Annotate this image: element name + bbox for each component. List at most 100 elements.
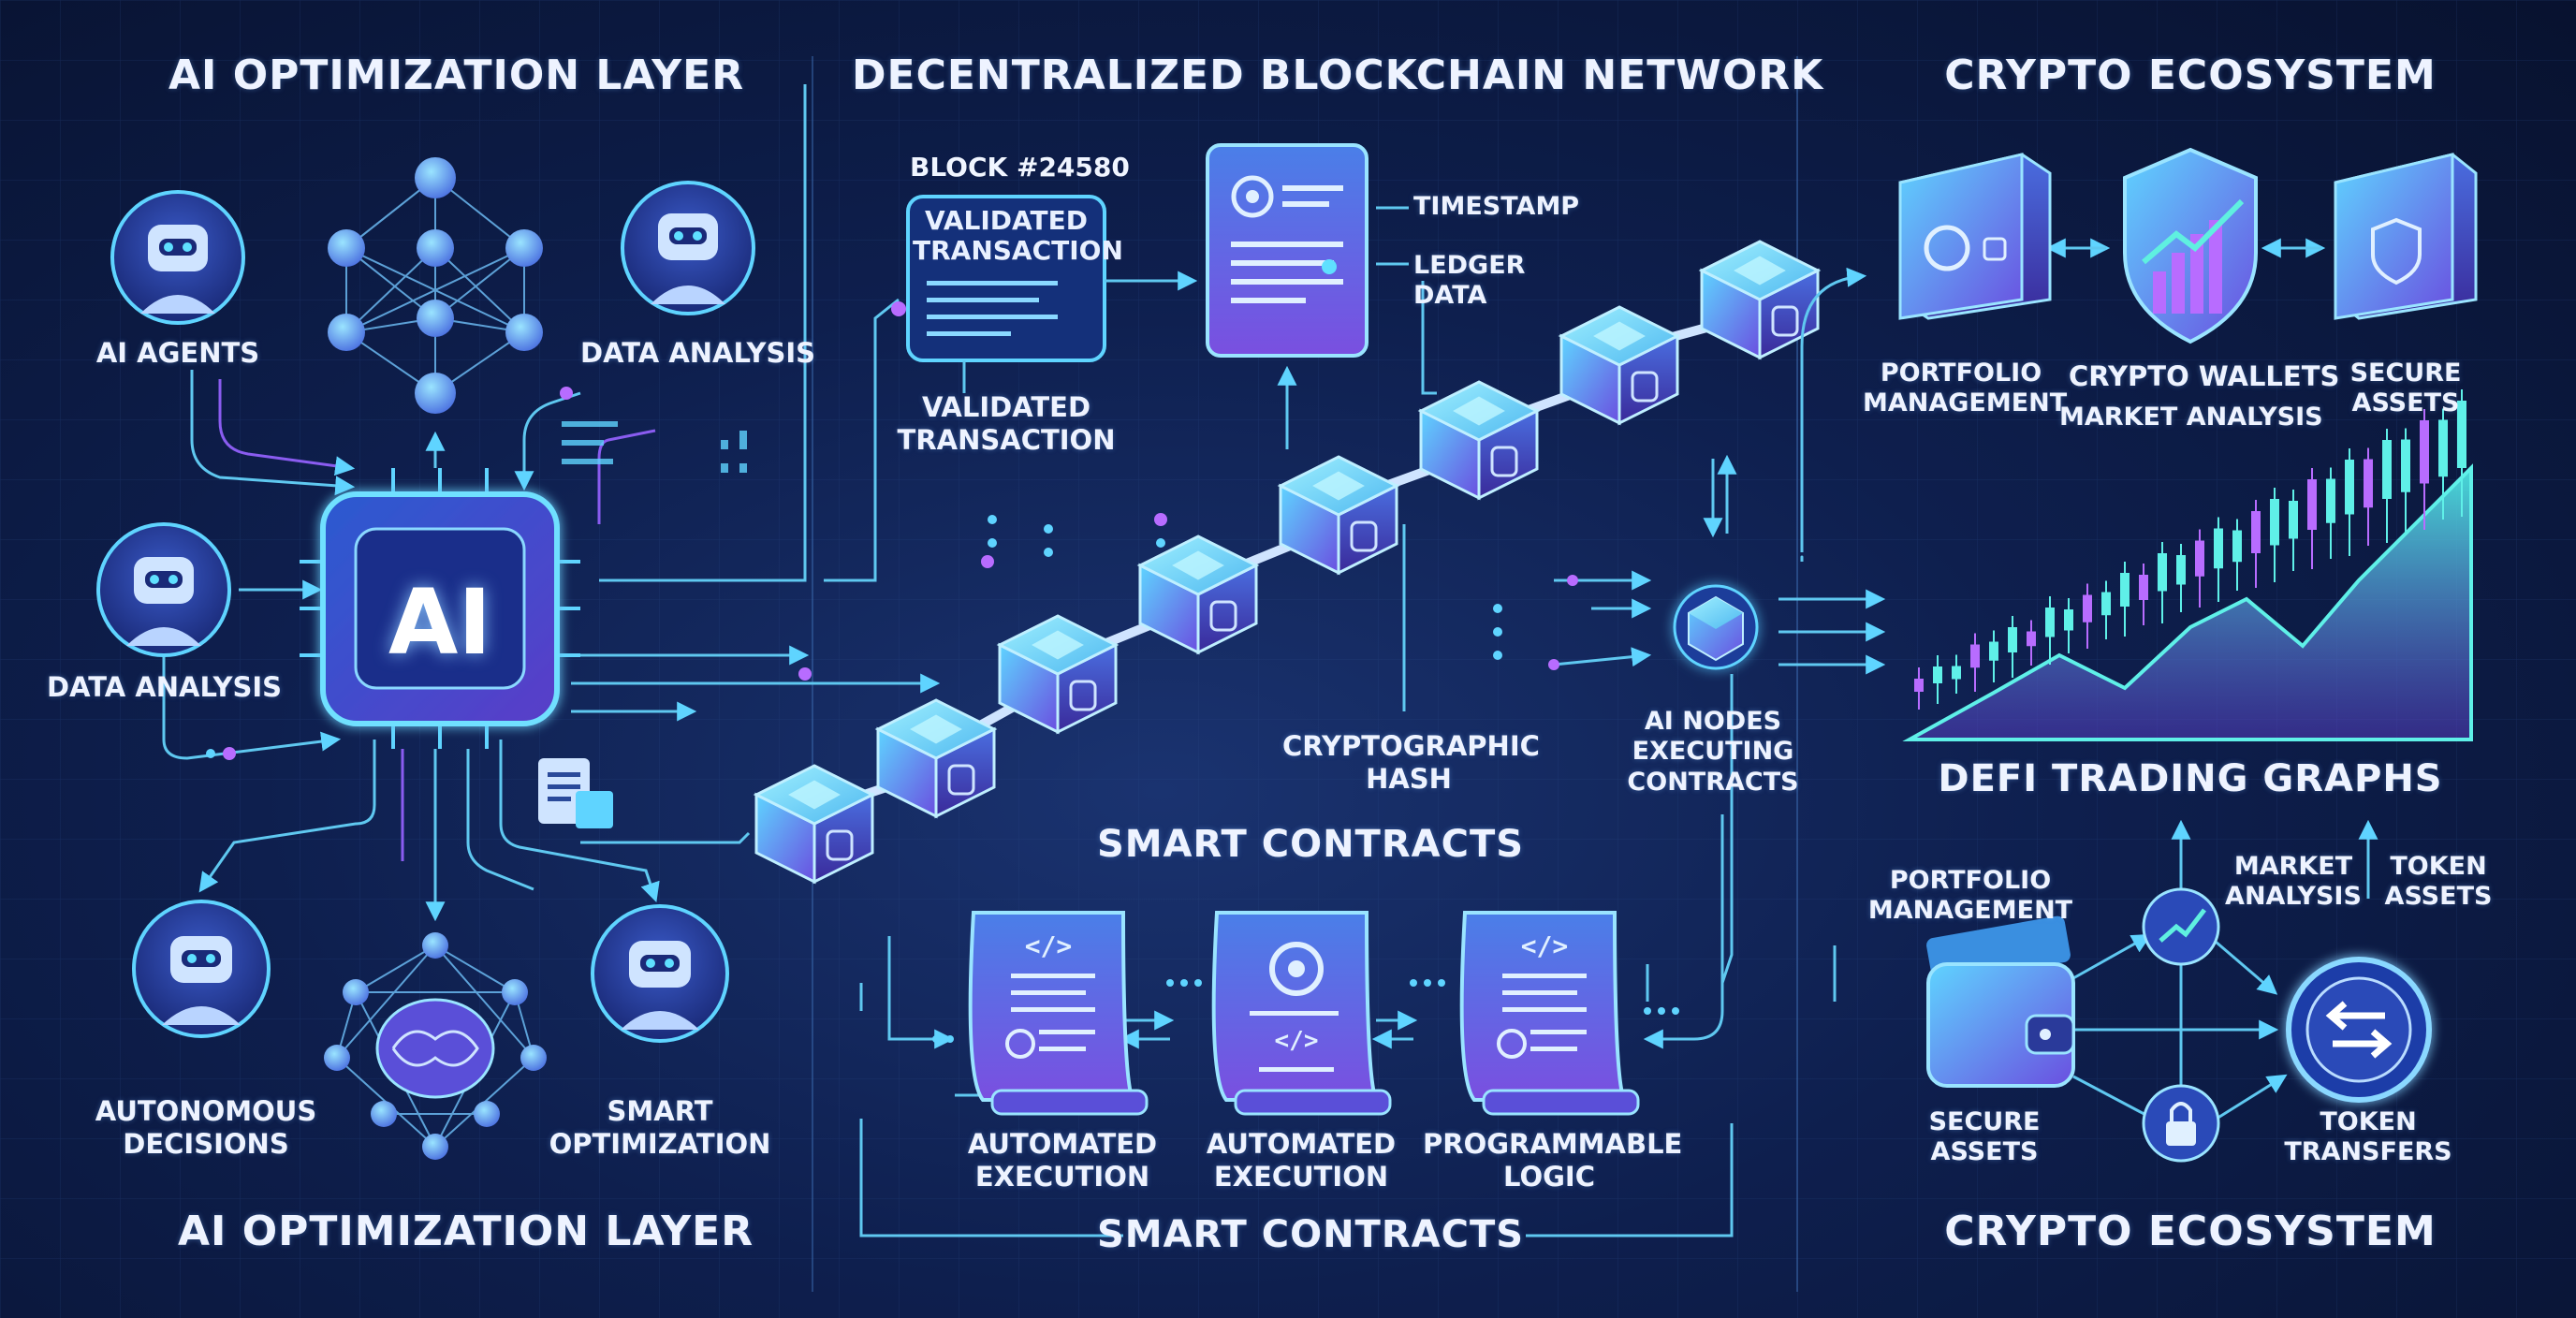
ledger-document-icon — [1206, 143, 1368, 358]
robot-icon-smart-optimization — [591, 904, 729, 1043]
data-bars-icon — [562, 421, 747, 473]
candle-body — [2064, 609, 2073, 631]
ai-core-label: AI — [388, 570, 491, 675]
candle-body — [2120, 573, 2130, 607]
robot-icon-data-analysis-left — [96, 522, 231, 657]
nn-node — [505, 229, 543, 267]
block-cube-icon — [874, 698, 998, 819]
block-cube-icon — [753, 764, 876, 885]
candle-body — [1914, 679, 1924, 692]
candle-body — [2176, 555, 2186, 585]
candle-body — [2027, 631, 2036, 647]
candle-body — [2101, 592, 2111, 616]
candle-body — [2382, 440, 2392, 499]
label-crypto-wallets: CRYPTO WALLETS — [2069, 360, 2340, 392]
defi-trading-chart — [1902, 389, 2473, 741]
shield-chart-icon — [2123, 147, 2258, 344]
candle-body — [2326, 478, 2335, 523]
label-defi-trading-graphs: DEFI TRADING GRAPHS — [1938, 757, 2443, 800]
svg-text:</>: </> — [1275, 1027, 1319, 1055]
ai-connection-lines — [162, 84, 941, 922]
candle-body — [2345, 460, 2354, 515]
candle-body — [2289, 501, 2298, 539]
svg-text:</>: </> — [1521, 930, 1569, 961]
robot-icon-data-analysis-top — [621, 181, 755, 315]
section-title-ai-bottom: AI OPTIMIZATION LAYER — [178, 1208, 754, 1255]
candle-body — [2232, 530, 2242, 563]
block-card — [906, 195, 1106, 362]
wallet-icon — [1926, 915, 2075, 1088]
nn-node — [415, 157, 456, 198]
robot-icon-autonomous — [132, 900, 271, 1038]
label-market-analysis: MARKET ANALYSIS — [2059, 403, 2323, 432]
ai-chip-icon — [300, 468, 580, 749]
block-cube-icon — [996, 614, 1120, 735]
nn-node — [505, 314, 543, 351]
nn-node — [417, 300, 454, 337]
candle-body — [2158, 553, 2167, 592]
label-timestamp: TIMESTAMP — [1413, 192, 1580, 221]
contract-scroll-1: </> — [968, 911, 1149, 1116]
contract-scroll-2: </> — [1211, 911, 1392, 1116]
candle-body — [2045, 608, 2055, 637]
svg-text:</>: </> — [1025, 930, 1073, 961]
particle-dots — [206, 259, 1679, 1043]
market-analysis-node-icon — [2142, 887, 2220, 966]
nn-node — [328, 314, 365, 351]
document-icon-small — [538, 758, 613, 828]
label-smart-contracts-bottom: SMART CONTRACTS — [1096, 1213, 1525, 1256]
block-number: BLOCK #24580 — [910, 152, 1130, 183]
token-transfer-icon[interactable] — [2286, 957, 2432, 1103]
candle-body — [2420, 420, 2429, 484]
section-title-crypto-top: CRYPTO ECOSYSTEM — [1944, 51, 2437, 99]
candle-body — [2139, 575, 2148, 600]
section-title-ai-top: AI OPTIMIZATION LAYER — [168, 51, 745, 99]
blockchain-cubes — [753, 240, 1822, 885]
candle-body — [1970, 644, 1980, 668]
candle-body — [2270, 499, 2279, 546]
block-cube-icon — [1558, 305, 1681, 426]
vault-icon-portfolio — [1898, 153, 2052, 320]
candle-body — [2008, 627, 2017, 652]
block-cube-icon — [1277, 455, 1400, 576]
robot-icon-agents — [110, 190, 245, 325]
label-ai-agents: AI AGENTS — [95, 337, 260, 369]
lock-node-icon — [2142, 1084, 2220, 1163]
candle-body — [2457, 401, 2466, 468]
brain-network-icon — [324, 932, 547, 1160]
vault-icon-secure — [2334, 153, 2478, 320]
candle-body — [1989, 641, 1998, 661]
nn-node — [415, 373, 456, 414]
candle-body — [2195, 540, 2204, 577]
block-cube-icon — [1136, 535, 1260, 655]
candle-body — [1952, 666, 1961, 680]
candle-body — [2438, 419, 2448, 477]
neural-net-top — [328, 157, 543, 414]
crypto-connectors — [1800, 238, 2378, 1125]
contract-scroll-3: </> — [1459, 911, 1640, 1116]
candle-body — [2251, 511, 2261, 553]
chart-area — [1902, 463, 2473, 741]
section-title-blockchain: DECENTRALIZED BLOCKCHAIN NETWORK — [852, 51, 1824, 99]
candle-body — [2083, 594, 2092, 622]
nn-node — [328, 229, 365, 267]
label-data-analysis-left: DATA ANALYSIS — [47, 671, 283, 703]
candle-body — [2214, 528, 2223, 569]
candle-body — [2307, 479, 2317, 530]
block-cube-icon — [1417, 380, 1541, 501]
